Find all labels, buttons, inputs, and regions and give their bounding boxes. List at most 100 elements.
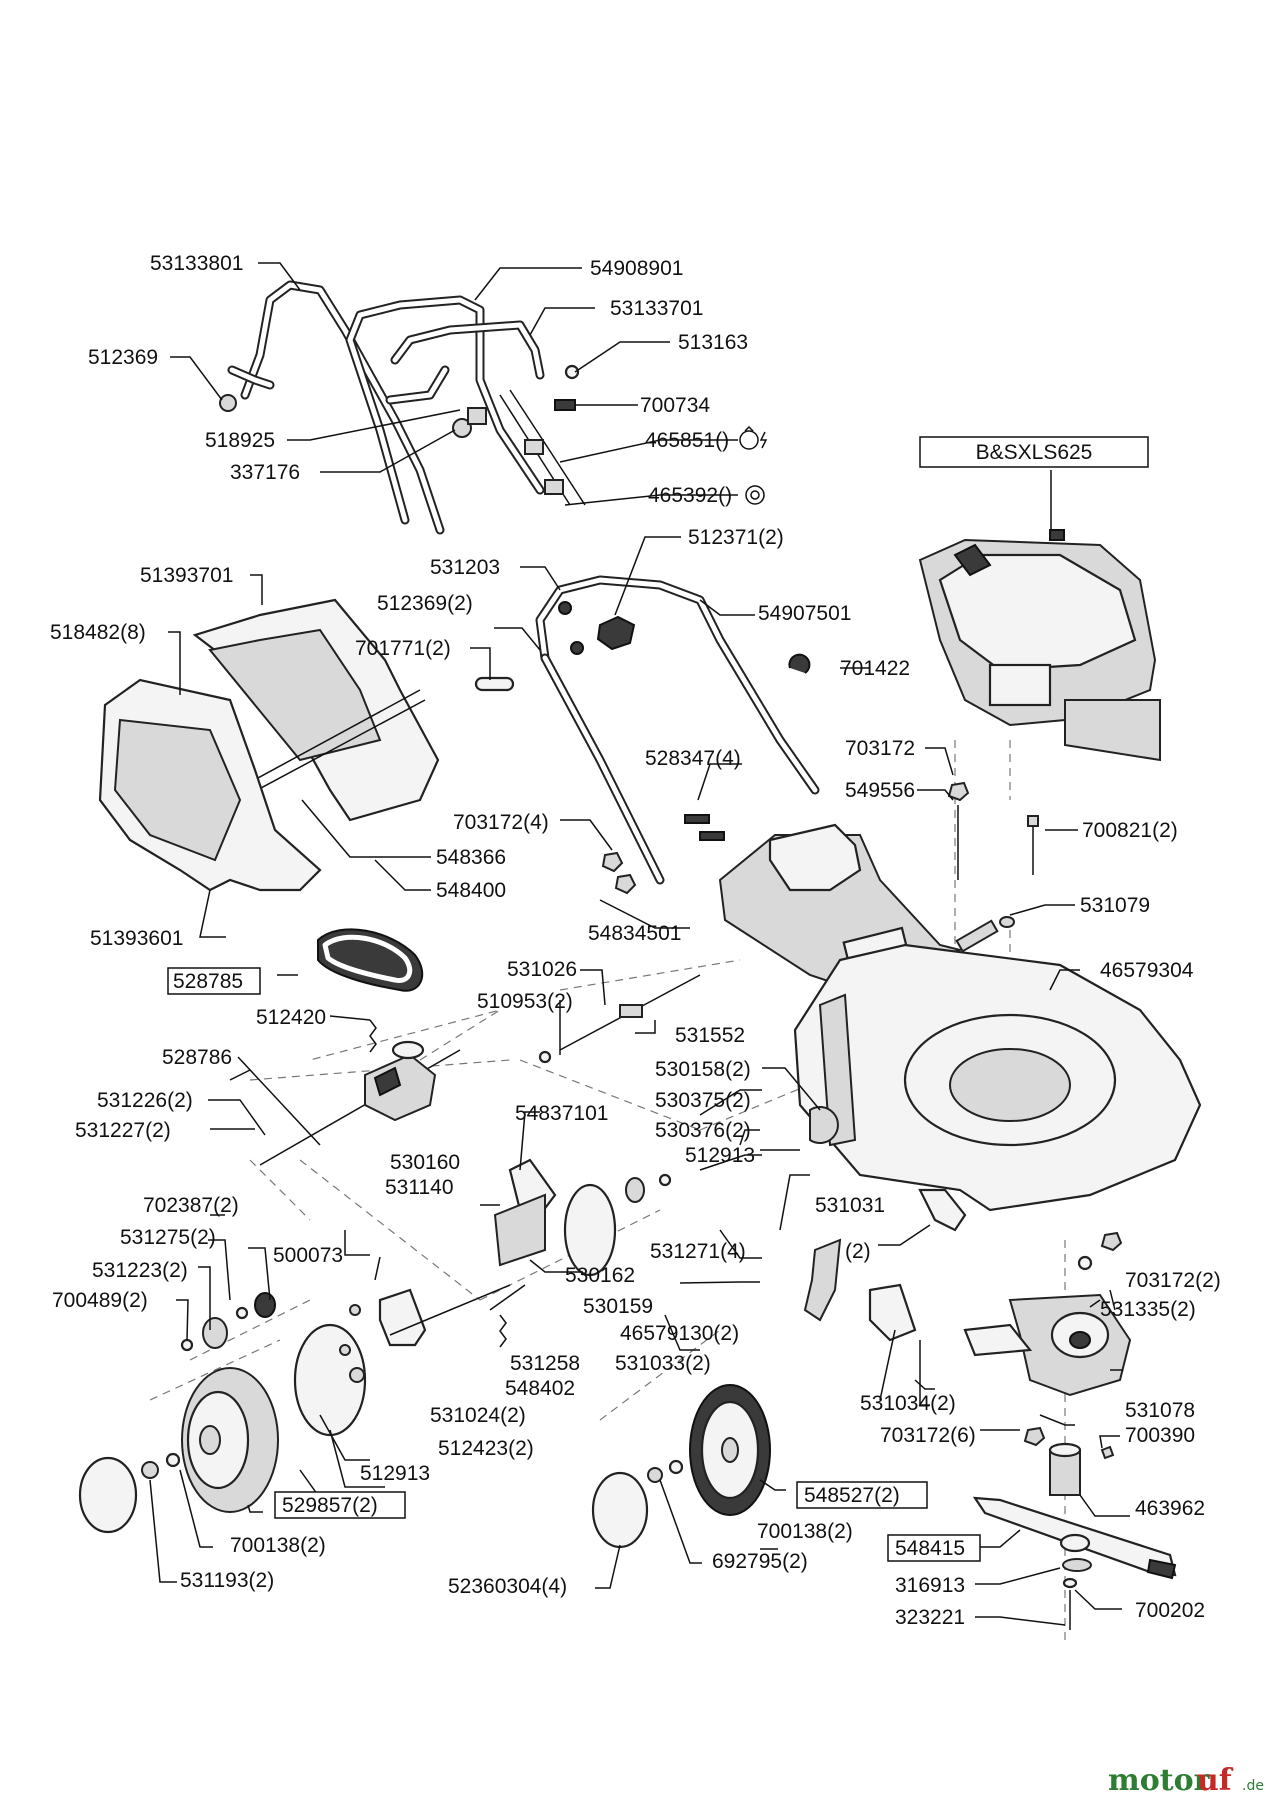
blade-adapter-463962 [1048, 1442, 1082, 1496]
callout-518482-8: 518482(8) [50, 621, 146, 644]
callout-531078: 531078 [1125, 1399, 1195, 1422]
engine-b-and-s-xls625 [918, 529, 1161, 762]
callout-530162: 530162 [565, 1264, 635, 1287]
callout-53133701: 53133701 [610, 297, 703, 320]
callout-46579130-2: 46579130(2) [620, 1322, 739, 1345]
belt-528785 [317, 928, 424, 992]
callout-701771-2: 701771(2) [355, 637, 451, 660]
handle-54908901 [345, 295, 545, 525]
callout-531335-2: 531335(2) [1100, 1298, 1196, 1321]
callout-702387-2: 702387(2) [143, 1194, 239, 1217]
callout-512913-b: 512913 [360, 1462, 430, 1485]
callout-528785: 528785 [173, 970, 243, 993]
callout-465392: 465392() [648, 484, 732, 507]
callout-700734: 700734 [640, 394, 710, 417]
callout-465851: 465851() [645, 429, 729, 452]
callout-323221: 323221 [895, 1606, 965, 1629]
box-528785 [167, 967, 261, 995]
callout-700390: 700390 [1125, 1424, 1195, 1447]
callout-531033-2: 531033(2) [615, 1352, 711, 1375]
callout-530160: 530160 [390, 1151, 460, 1174]
callout-531223-2: 531223(2) [92, 1259, 188, 1282]
height-adjusters [489, 1106, 967, 1401]
callout-692795-2: 692795(2) [712, 1550, 808, 1573]
callout-54908901: 54908901 [590, 257, 683, 280]
callout-548415: 548415 [895, 1537, 965, 1560]
deck-nuts [1023, 1231, 1123, 1447]
callout-51393601: 51393601 [90, 927, 183, 950]
callout-548366: 548366 [436, 846, 506, 869]
callout-531227-2: 531227(2) [75, 1119, 171, 1142]
callout-510953-2: 510953(2) [477, 990, 573, 1013]
grass-bag-frame-51393701 [192, 598, 440, 822]
callout-703172-4: 703172(4) [453, 811, 549, 834]
callout-316913: 316913 [895, 1574, 965, 1597]
grass-bag-51393601 [98, 678, 322, 892]
callout-531031-qty: (2) [845, 1240, 871, 1263]
callout-528786: 528786 [162, 1046, 232, 1069]
rear-wheel-529857 [181, 1367, 279, 1513]
callout-500073: 500073 [273, 1244, 343, 1267]
callout-529857-2: 529857(2) [282, 1494, 378, 1517]
axle-bracket-548402 [378, 1284, 511, 1348]
callout-symbols [739, 425, 768, 505]
callout-512913-a: 512913 [685, 1144, 755, 1167]
callout-531024-2: 531024(2) [430, 1404, 526, 1427]
blade-bolt-hardware [1062, 1445, 1115, 1630]
drive-engage-icon [745, 485, 765, 505]
callout-703172-2: 703172(2) [1125, 1269, 1221, 1292]
boxed-callout-frames [167, 436, 1149, 1562]
callout-548527-2: 548527(2) [804, 1484, 900, 1507]
callout-531258: 531258 [510, 1352, 580, 1375]
callout-700489-2: 700489(2) [52, 1289, 148, 1312]
blade-548415 [972, 1496, 1177, 1580]
callout-46579304: 46579304 [1100, 959, 1194, 982]
leader-lines [149, 262, 1130, 1626]
callout-531193-2: 531193(2) [180, 1569, 274, 1592]
callout-700821-2: 700821(2) [1082, 819, 1178, 842]
callout-54834501: 54834501 [588, 922, 681, 945]
callout-531226-2: 531226(2) [97, 1089, 193, 1112]
callout-703172-6: 703172(6) [880, 1424, 976, 1447]
callout-531031: 531031 [815, 1194, 885, 1217]
callout-531275-2: 531275(2) [120, 1226, 216, 1249]
callout-531026: 531026 [507, 958, 577, 981]
callout-530158-2: 530158(2) [655, 1058, 751, 1081]
callout-549556: 549556 [845, 779, 915, 802]
mower-deck-46579304 [793, 919, 1202, 1212]
callout-53133801: 53133801 [150, 252, 243, 275]
callout-337176: 337176 [230, 461, 300, 484]
callout-512420: 512420 [256, 1006, 326, 1029]
blade-carrier-531078 [963, 1293, 1132, 1397]
callout-548400: 548400 [436, 879, 506, 902]
handle-bolts [601, 814, 725, 895]
lower-handle-54907501 [474, 575, 820, 885]
callout-703172: 703172 [845, 737, 915, 760]
callout-52360304-4: 52360304(4) [448, 1575, 567, 1598]
callout-700138-2-b: 700138(2) [757, 1520, 853, 1543]
engine-stop-icon [739, 425, 768, 450]
callout-531140: 531140 [385, 1176, 454, 1199]
callout-54907501: 54907501 [758, 602, 851, 625]
top-hardware [219, 364, 580, 438]
callout-701422: 701422 [840, 657, 910, 680]
upper-handle-53133801 [227, 280, 445, 535]
engine-label: B&SXLS625 [976, 441, 1093, 464]
callout-548402: 548402 [505, 1377, 575, 1400]
callout-463962: 463962 [1135, 1497, 1205, 1520]
callout-530375-2: 530375(2) [655, 1089, 751, 1112]
callout-512369-2: 512369(2) [377, 592, 473, 615]
callout-512369: 512369 [88, 346, 158, 369]
lever-53133701 [390, 320, 545, 380]
watermark-part2: uf [1197, 1763, 1234, 1798]
gearbox-528786 [259, 1019, 461, 1166]
engine-hardware [947, 781, 1039, 928]
callout-700202: 700202 [1135, 1599, 1205, 1622]
callout-530376-2: 530376(2) [655, 1119, 751, 1142]
callout-700138-2-a: 700138(2) [230, 1534, 326, 1557]
watermark: motor uf .de [1108, 1763, 1264, 1798]
callout-531034-2: 531034(2) [860, 1392, 956, 1415]
callout-531552: 531552 [675, 1024, 745, 1047]
